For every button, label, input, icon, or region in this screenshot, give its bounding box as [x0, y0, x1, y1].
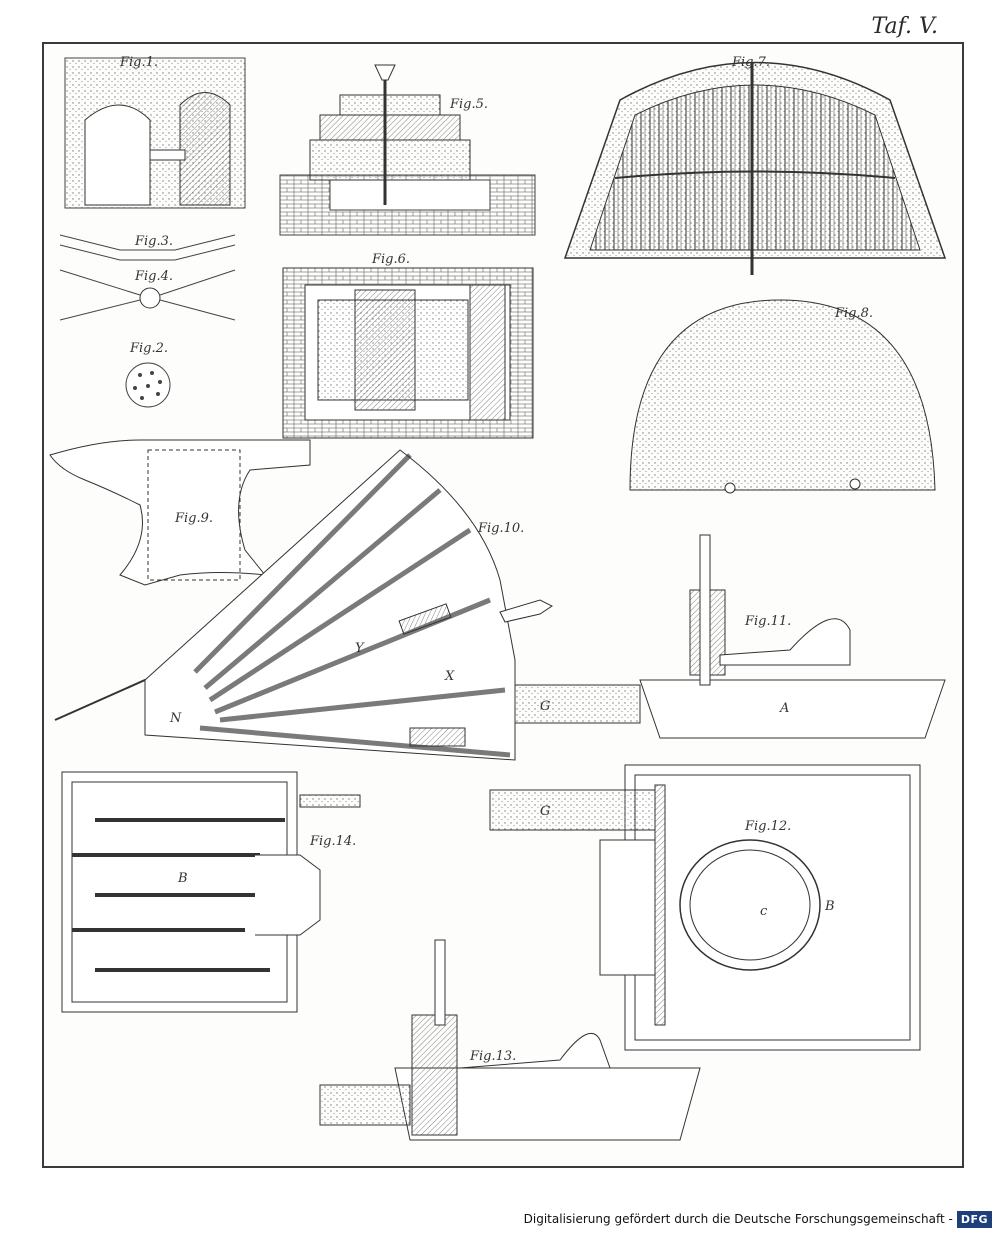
fig7-label: Fig.7. — [731, 55, 770, 70]
fig6-label: Fig.6. — [371, 252, 410, 267]
fig8-covered-pile: Fig.8. — [629, 299, 936, 494]
fig8-label: Fig.8. — [834, 306, 873, 321]
fig12-label: Fig.12. — [744, 819, 791, 834]
fig5-label: Fig.5. — [449, 97, 488, 112]
dfg-logo: DFG — [956, 1210, 992, 1228]
fig11-label: Fig.11. — [744, 614, 791, 629]
fig1-label: Fig.1. — [119, 55, 158, 70]
fig6-plan-view: Fig.6. — [282, 252, 534, 439]
fig11-tuyere-box: Fig.11. A G — [514, 534, 946, 739]
svg-text:N: N — [169, 711, 182, 726]
svg-text:B: B — [824, 899, 835, 914]
fig14-flue-plan: Fig.14. B — [61, 771, 361, 1013]
fig9-label: Fig.9. — [174, 511, 213, 526]
fig9-anvil: Fig.9. — [49, 439, 311, 586]
svg-text:X: X — [444, 669, 455, 684]
fig4-label: Fig.4. — [134, 269, 173, 284]
fig1-furnace-section: Fig.1. — [64, 55, 246, 209]
fig13-section: Fig.13. — [319, 939, 701, 1141]
fig2-label: Fig.2. — [129, 341, 168, 356]
svg-text:c: c — [760, 904, 768, 919]
fig5-stacked-furnace: Fig.5. — [279, 64, 536, 236]
fig7-charcoal-pile-section: Fig.7. — [563, 55, 947, 275]
svg-text:G: G — [540, 699, 550, 714]
fig14-label: Fig.14. — [309, 834, 356, 849]
fig13-label: Fig.13. — [469, 1049, 516, 1064]
svg-text:Y: Y — [355, 641, 365, 656]
plate-number: Taf. V. — [871, 14, 938, 39]
svg-text:B: B — [177, 871, 188, 886]
fig10-label: Fig.10. — [477, 521, 524, 536]
digitization-credit: Digitalisierung gefördert durch die Deut… — [524, 1210, 992, 1228]
svg-text:A: A — [779, 701, 789, 716]
fig10-bellows: X Y N Fig.10. — [54, 449, 553, 761]
fig2-perforated-disc: Fig.2. — [125, 341, 171, 408]
fig12-plan: Fig.12. G B c — [489, 764, 921, 1051]
svg-text:G: G — [540, 804, 550, 819]
fig3-label: Fig.3. — [134, 234, 173, 249]
credit-text: Digitalisierung gefördert durch die Deut… — [523, 1212, 953, 1226]
fig3-fig4-drawings: Fig.3. Fig.4. — [59, 234, 236, 321]
